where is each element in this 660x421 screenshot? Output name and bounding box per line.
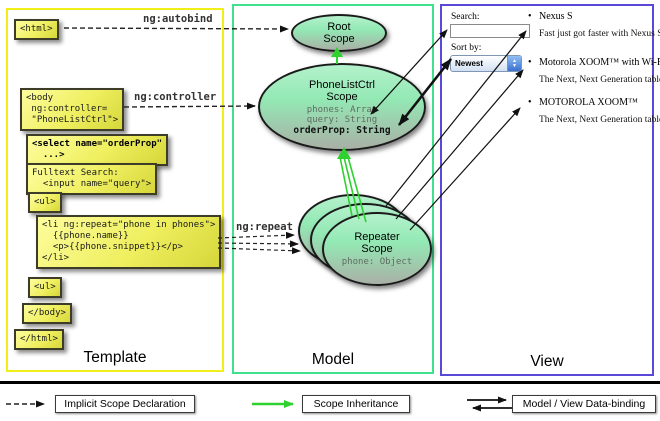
legend-divider (0, 381, 660, 384)
phonelistctrl-scope-title: PhoneListCtrl Scope (308, 78, 376, 103)
phone-item-name[interactable]: MOTOROLA XOOM™ (539, 97, 638, 108)
legend-data-binding: Model / View Data-binding (512, 395, 656, 413)
view-panel-label: View (530, 353, 564, 370)
sort-dropdown-value: Newest (455, 59, 484, 68)
repeater-scope-prop: phone: Object (341, 257, 413, 267)
sort-dropdown[interactable]: Newest ▲▼ (450, 55, 522, 72)
phone-item-desc: The Next, Next Generation tablet. (539, 115, 660, 125)
phonelistctrl-scope-orderprop: orderProp: String (293, 124, 391, 136)
repeater-scope-ellipse-front: Repeater Scope phone: Object (322, 212, 432, 286)
phonelistctrl-scope-ellipse: PhoneListCtrl Scope phones: Array query:… (258, 63, 426, 151)
code-html-close: </html> (14, 329, 64, 350)
phone-item-name[interactable]: Motorola XOOM™ with Wi-Fi (539, 57, 660, 68)
sort-by-label: Sort by: (451, 43, 482, 53)
phonelistctrl-scope-props: phones: Array query: String (306, 104, 378, 125)
code-ul-open: <ul> (28, 192, 62, 213)
legend-implicit-scope: Implicit Scope Declaration (55, 395, 195, 413)
repeater-scope-title: Repeater Scope (354, 231, 400, 255)
phone-item-desc: The Next, Next Generation tablet. (539, 75, 660, 85)
code-body-close: </body> (22, 303, 72, 324)
legend-scope-inheritance: Scope Inheritance (302, 395, 410, 413)
search-label: Search: (451, 12, 480, 22)
code-body-open: <body ng:controller= "PhoneListCtrl"> (20, 88, 125, 131)
model-panel: Model (232, 4, 434, 374)
ng-controller-label: ng:controller (134, 91, 217, 103)
template-panel-label: Template (83, 349, 147, 366)
phone-item-desc: Fast just got faster with Nexus S. (539, 29, 660, 39)
code-ul-close: <ul> (28, 277, 62, 298)
ng-repeat-label: ng:repeat (236, 221, 293, 233)
code-select: <select name="orderProp" ...> (26, 134, 169, 166)
code-li-repeat: <li ng:repeat="phone in phones"> {{phone… (36, 215, 222, 269)
root-scope-title: Root Scope (323, 21, 355, 45)
dropdown-arrows-icon: ▲▼ (507, 56, 521, 71)
root-scope-ellipse: Root Scope (291, 14, 387, 52)
search-input[interactable] (450, 24, 530, 38)
code-html-open: <html> (14, 19, 59, 40)
code-fulltext-search: Fulltext Search: <input name="query"> (26, 163, 158, 195)
ng-autobind-label: ng:autobind (143, 13, 213, 25)
phone-item-name[interactable]: Nexus S (539, 11, 573, 22)
bullet-icon: • (528, 97, 532, 108)
bullet-icon: • (528, 57, 532, 68)
bullet-icon: • (528, 11, 532, 22)
model-panel-label: Model (311, 351, 355, 368)
